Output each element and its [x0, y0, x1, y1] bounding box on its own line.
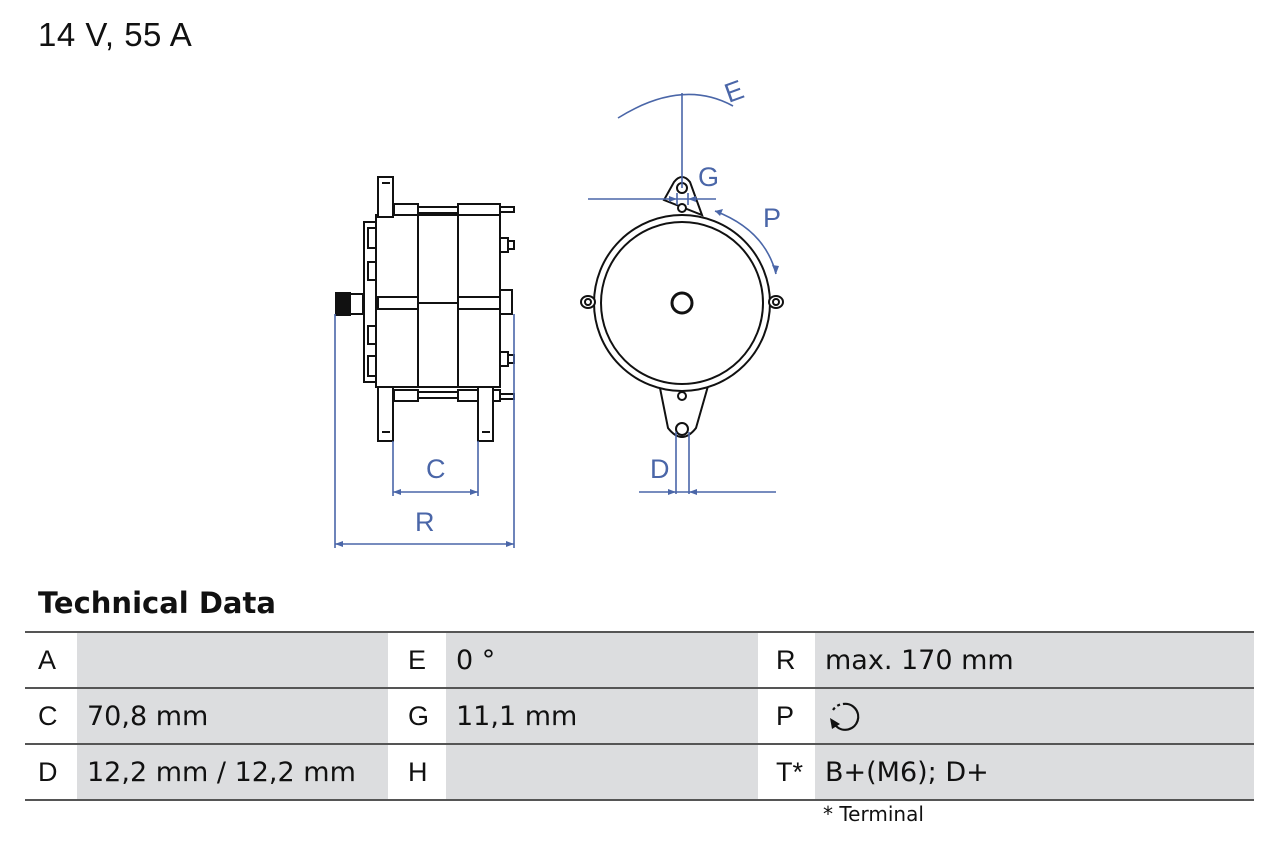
dim-label-g: G [698, 162, 719, 192]
param-value-d: 12,2 mm / 12,2 mm [77, 745, 388, 799]
dim-label-d: D [650, 454, 670, 484]
param-value-c: 70,8 mm [77, 689, 388, 743]
param-value-t: B+(M6); D+ [815, 745, 1254, 799]
front-view [580, 176, 784, 438]
rotation-direction-counterclockwise-icon [830, 702, 860, 731]
param-value-g: 11,1 mm [446, 689, 758, 743]
param-label-p: P [758, 689, 815, 743]
param-label-c: C [25, 689, 77, 743]
dim-label-c: C [426, 454, 446, 484]
param-label-d: D [25, 745, 77, 799]
dim-label-e: E [721, 74, 748, 108]
dim-label-p: P [763, 203, 781, 233]
technical-data-table: A E 0 ° R max. 170 mm C 70,8 mm G 11,1 m… [25, 631, 1254, 801]
table-row: A E 0 ° R max. 170 mm [25, 633, 1254, 689]
param-value-e: 0 ° [446, 633, 758, 687]
terminal-footnote: * Terminal [823, 802, 924, 826]
param-label-e: E [388, 633, 446, 687]
side-view [335, 176, 515, 442]
param-label-t: T* [758, 745, 815, 799]
param-label-a: A [25, 633, 77, 687]
param-label-h: H [388, 745, 446, 799]
product-title: 14 V, 55 A [38, 16, 193, 53]
param-value-h [446, 745, 758, 799]
table-row: C 70,8 mm G 11,1 mm P [25, 689, 1254, 745]
dim-label-r: R [415, 507, 435, 537]
param-value-p [815, 689, 1254, 743]
param-label-r: R [758, 633, 815, 687]
table-row: D 12,2 mm / 12,2 mm H T* B+(M6); D+ [25, 745, 1254, 801]
dimension-arrows [335, 196, 779, 547]
alternator-technical-drawing: E G P C R D [334, 74, 784, 548]
param-value-r: max. 170 mm [815, 633, 1254, 687]
param-value-a [77, 633, 388, 687]
param-label-g: G [388, 689, 446, 743]
technical-data-heading: Technical Data [38, 586, 276, 620]
